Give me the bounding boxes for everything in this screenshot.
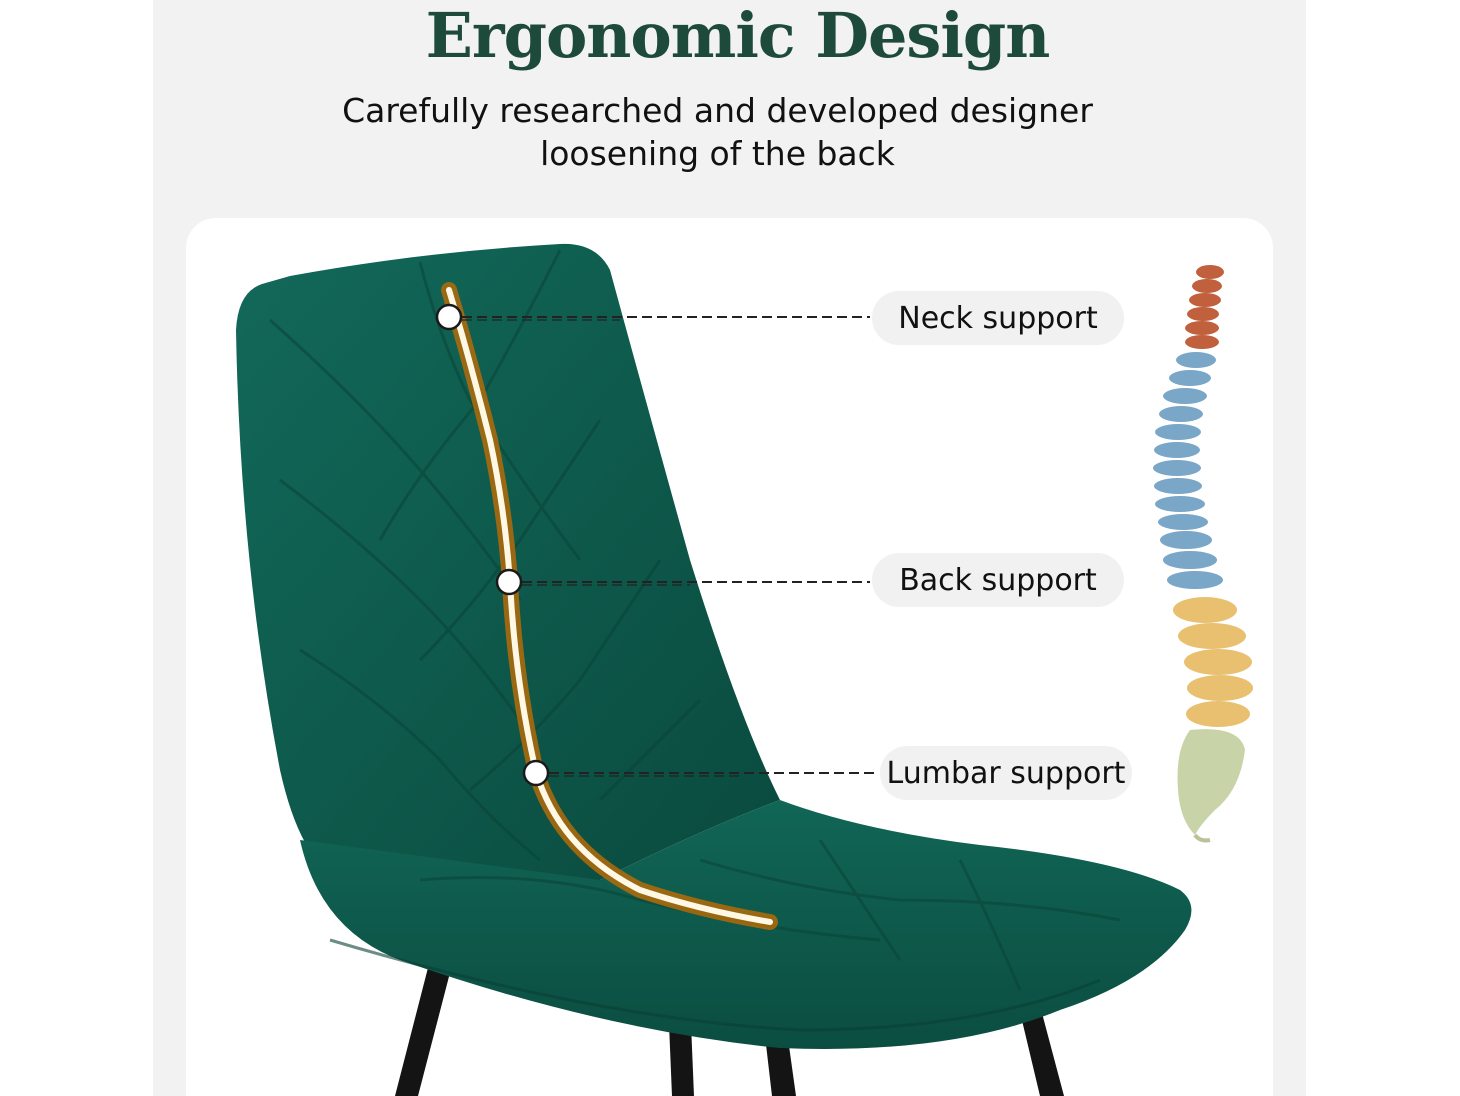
neck-marker <box>435 303 463 331</box>
callout-lines <box>462 316 878 777</box>
neck-support-label: Neck support <box>872 291 1124 345</box>
lumbar-marker <box>522 759 550 787</box>
spine-illustration <box>1153 265 1253 843</box>
lumbar-support-label: Lumbar support <box>880 746 1132 800</box>
subtitle-line-2: loosening of the back <box>540 134 895 173</box>
subtitle-line-1: Carefully researched and developed desig… <box>342 91 1093 130</box>
page-subtitle: Carefully researched and developed desig… <box>300 89 1135 175</box>
quilting-lines <box>269 249 1121 991</box>
back-support-label: Back support <box>872 553 1124 607</box>
back-marker <box>495 568 523 596</box>
page-title: Ergonomic Design <box>425 0 1051 72</box>
